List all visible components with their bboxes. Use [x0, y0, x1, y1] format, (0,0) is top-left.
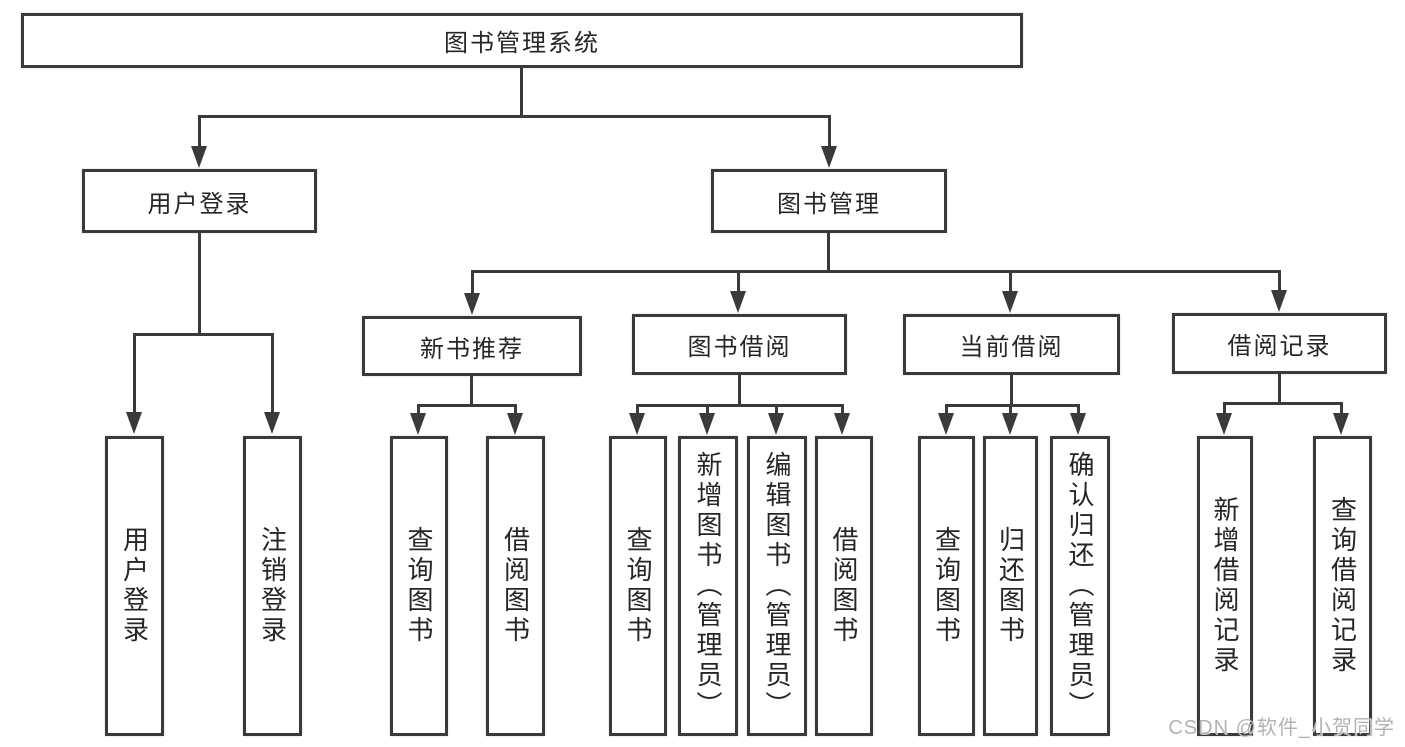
connector [1223, 402, 1226, 414]
node-root-label: 图书管理系统 [444, 30, 600, 57]
leaf-nbr-borrow-book: 借阅图书 [486, 436, 545, 736]
leaf-br-add-record: 新增借阅记录 [1197, 436, 1253, 736]
leaf-logout: 注销登录 [243, 436, 302, 736]
arrow-down-icon [507, 413, 523, 435]
connector [1077, 404, 1080, 414]
csdn-watermark: CSDN @软件_小贺同学 [1168, 717, 1395, 739]
connector [271, 333, 274, 413]
connector [841, 404, 844, 414]
leaf-cb-query-book-label: 查询图书 [931, 526, 962, 646]
leaf-bb-add-book-admin-label: 新增图书（管理员） [693, 451, 723, 721]
connector [636, 404, 844, 407]
connector [1223, 402, 1343, 405]
arrow-down-icon [938, 413, 954, 435]
arrow-down-icon [1002, 291, 1018, 313]
connector [133, 333, 136, 413]
connector [1009, 270, 1012, 292]
arrow-down-icon [1216, 413, 1232, 435]
leaf-cb-return-book: 归还图书 [983, 436, 1038, 736]
node-new-book-recommend: 新书推荐 [362, 316, 582, 376]
leaf-bb-query-book: 查询图书 [609, 436, 667, 736]
connector [828, 115, 831, 147]
node-current-borrow: 当前借阅 [903, 314, 1120, 375]
leaf-bb-borrow-book: 借阅图书 [815, 436, 873, 736]
arrow-down-icon [126, 412, 142, 434]
connector [775, 404, 778, 414]
connector [471, 270, 1281, 273]
connector [1278, 270, 1281, 291]
connector [471, 270, 474, 294]
connector [1010, 375, 1013, 407]
leaf-nbr-query-book-label: 查询图书 [404, 526, 434, 646]
leaf-cb-query-book: 查询图书 [918, 436, 975, 736]
connector [738, 375, 741, 407]
node-current-borrow-label: 当前借阅 [959, 334, 1064, 361]
arrow-down-icon [768, 413, 784, 435]
connector [520, 67, 523, 118]
node-book-management-label: 图书管理 [777, 190, 881, 218]
arrow-down-icon [1002, 413, 1018, 435]
node-new-book-recommend-label: 新书推荐 [420, 335, 524, 363]
arrow-down-icon [1333, 413, 1349, 435]
arrow-down-icon [730, 291, 746, 313]
connector [827, 233, 830, 273]
node-borrow-record-label: 借阅记录 [1227, 333, 1332, 360]
leaf-cb-confirm-return-admin: 确认归还（管理员） [1050, 436, 1110, 736]
arrow-down-icon [834, 413, 850, 435]
leaf-bb-edit-book-admin-label: 编辑图书（管理员） [762, 451, 792, 721]
connector [198, 115, 201, 147]
node-user-login: 用户登录 [82, 169, 317, 233]
leaf-bb-add-book-admin: 新增图书（管理员） [678, 436, 738, 736]
node-root: 图书管理系统 [21, 13, 1023, 68]
connector [1278, 374, 1281, 405]
leaf-logout-label: 注销登录 [257, 526, 288, 646]
connector [945, 404, 1079, 407]
arrow-down-icon [1070, 413, 1086, 435]
arrow-down-icon [1271, 290, 1287, 312]
node-user-login-label: 用户登录 [147, 190, 252, 218]
arrow-down-icon [629, 413, 645, 435]
connector [737, 270, 740, 292]
connector [636, 404, 639, 414]
connector [706, 404, 709, 414]
leaf-cb-confirm-return-admin-label: 确认归还（管理员） [1065, 451, 1095, 721]
connector [1009, 404, 1012, 414]
node-book-borrow: 图书借阅 [632, 314, 847, 375]
arrow-down-icon [191, 146, 207, 168]
connector [470, 376, 473, 407]
connector [1340, 402, 1343, 414]
arrow-down-icon [699, 413, 715, 435]
leaf-nbr-borrow-book-label: 借阅图书 [500, 526, 531, 646]
node-book-borrow-label: 图书借阅 [687, 334, 792, 361]
connector [417, 404, 420, 414]
leaf-user-login-label: 用户登录 [119, 526, 150, 646]
arrow-down-icon [264, 412, 280, 434]
leaf-br-query-record: 查询借阅记录 [1313, 436, 1372, 736]
leaf-br-add-record-label: 新增借阅记录 [1210, 496, 1240, 676]
leaf-nbr-query-book: 查询图书 [390, 436, 448, 736]
leaf-user-login: 用户登录 [105, 436, 164, 736]
leaf-br-query-record-label: 查询借阅记录 [1327, 496, 1358, 676]
arrow-down-icon [464, 293, 480, 315]
connector [945, 404, 948, 414]
leaf-cb-return-book-label: 归还图书 [995, 526, 1026, 646]
connector [514, 404, 517, 414]
arrow-down-icon [821, 146, 837, 168]
leaf-bb-borrow-book-label: 借阅图书 [829, 526, 859, 646]
leaf-bb-query-book-label: 查询图书 [623, 526, 653, 646]
node-borrow-record: 借阅记录 [1172, 313, 1387, 374]
connector [133, 333, 274, 336]
connector [417, 404, 517, 407]
connector [198, 115, 831, 118]
arrow-down-icon [410, 413, 426, 435]
connector [198, 233, 201, 336]
leaf-bb-edit-book-admin: 编辑图书（管理员） [747, 436, 807, 736]
node-book-management: 图书管理 [711, 169, 947, 233]
